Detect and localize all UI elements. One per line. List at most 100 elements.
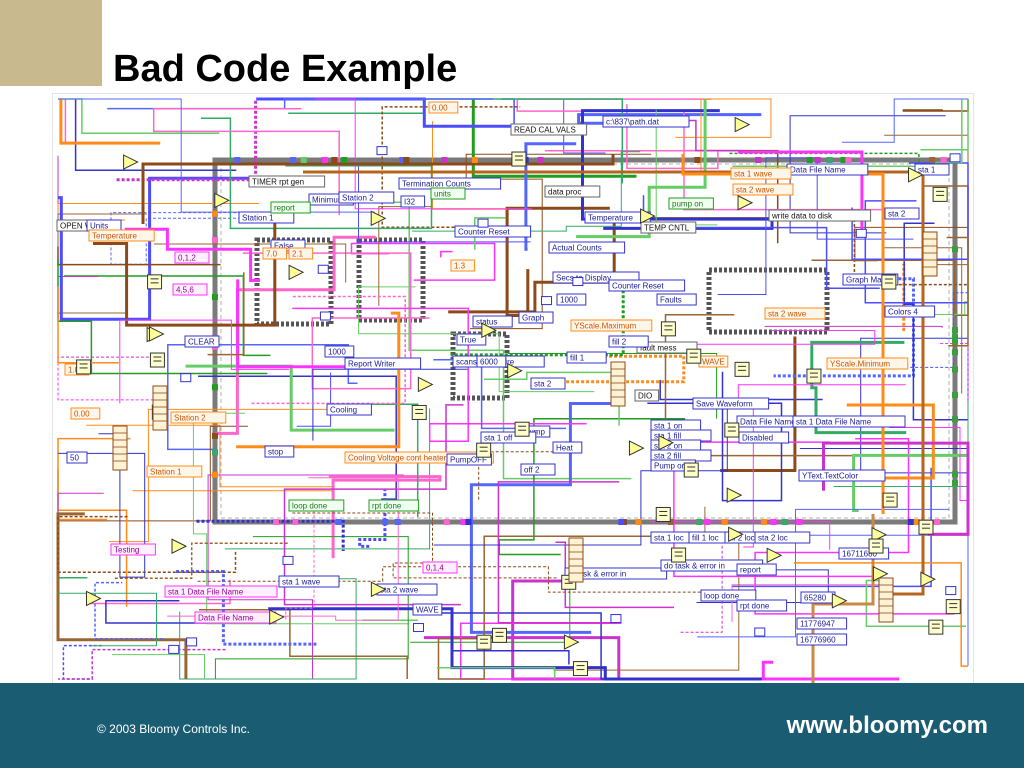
corner-accent-block [0,0,102,86]
diagram-node-box [530,377,566,390]
diagram-node-box [110,543,156,556]
diagram-node-label: OPEN W PUT [60,222,111,231]
loop-tunnel [952,349,958,356]
diagram-node: 1.3 [450,259,476,272]
diagram-node-box [66,451,88,464]
diagram-node-label: 4,5,6 [176,286,194,295]
wire [58,425,248,522]
subvi-block [511,151,527,167]
diagram-node: Report Writer [344,357,422,370]
diagram-node: Cooling [326,403,372,416]
subvi-block [411,404,427,420]
diagram-node-label: 0,1,2 [178,254,196,263]
diagram-node-box [510,123,588,136]
numeric-constant [186,637,198,647]
diagram-node-box [422,561,458,574]
diagram-node-label: Pump on [654,462,686,471]
diagram-node: YScale.Minimum [826,357,909,370]
diagram-node-label: sta 2 [888,210,906,219]
loop-tunnel [668,519,675,525]
diagram-node-box [736,599,788,612]
loop-tunnel [443,519,450,525]
diagram-node-label: Data File Name [740,418,796,427]
diagram-node-box [884,207,920,220]
diagram-node: status [472,315,513,328]
diagram-node-label: di task & error in [568,570,626,579]
loop-tunnel [341,157,348,163]
diagram-node-box [248,175,326,188]
footer-copyright: © 2003 Bloomy Controls Inc. [97,722,250,736]
diagram-node-label: False [274,242,294,251]
loop-tunnel [770,519,777,525]
wire [207,272,245,356]
diagram-node-label: Faults [660,296,682,305]
diagram-node-label: Data File Name [790,166,846,175]
subvi-block [660,321,676,337]
diagram-node-box [518,311,554,324]
diagram-node: 1000 [324,345,355,358]
diagram-node-label: stop [268,448,284,457]
numeric-constant [477,218,489,228]
diagram-node: Data File Name [194,611,277,624]
numeric-constant [412,623,424,633]
loop-tunnel [212,432,218,439]
diagram-node: Station 2 [170,411,227,424]
subvi-block [734,361,750,377]
diagram-node: units [430,187,466,200]
diagram-node: True [456,333,487,346]
diagram-node-label: 11776947 [800,620,836,629]
wire [683,330,876,345]
diagram-node: 7.0 [262,247,288,260]
diagram-node: 6000 [476,355,507,368]
wire [57,515,237,573]
loop-tunnel [635,519,642,525]
diagram-node-label: rpt done [740,602,770,611]
diagram-node: TEMP CNTL [640,221,697,234]
diagram-node-box [556,293,587,306]
wire [717,157,914,295]
diagram-node-box [668,197,714,210]
diagram-node-label: TIMER rpt gen [252,178,304,187]
diagram-node: Cooling Voltage cont heater [344,451,494,464]
loop-tunnel [290,157,297,163]
diagram-node-label: Report Writer [348,360,396,369]
diagram-node-label: Station 1 [150,468,182,477]
loop-tunnel [465,519,472,525]
diagram-node-box [768,209,872,222]
numeric-constant [376,146,388,156]
loop-tunnel [781,519,788,525]
diagram-node-box [798,469,886,482]
diagram-node: Temperature [88,229,155,242]
diagram-node-box [764,307,826,320]
diagram-node-box [400,195,426,208]
wire [153,243,347,283]
diagram-node: 0.00 [70,407,101,420]
loop-tunnel [618,519,625,525]
subvi-block [76,359,92,375]
diagram-node-label: status [476,318,497,327]
loop-tunnel [755,157,762,163]
subvi-block [881,274,897,290]
diagram-node-box [146,465,203,478]
diagram-node-box [288,247,314,260]
loop-tunnel [394,519,401,525]
loop-tunnel [300,157,307,163]
diagram-node-box [270,239,306,252]
diagram-node-box [700,589,757,602]
diagram-node-box [472,315,513,328]
diagram-node-label: Cooling Voltage cont heater [348,454,447,463]
diagram-node: Graph [518,311,554,324]
diagram-node-box [570,319,653,332]
compare-function [728,526,744,543]
loop-tunnel [212,210,218,217]
diagram-node-label: Station 2 [174,414,206,423]
subvi-block [806,368,822,384]
wire [207,474,404,679]
wire [292,512,558,579]
subvi-block [928,619,944,635]
compare-function [831,592,848,609]
diagram-node-label: 65280 [804,594,827,603]
compare-function [370,581,387,598]
subvi-block [572,661,588,677]
diagram-node-box [174,251,210,264]
